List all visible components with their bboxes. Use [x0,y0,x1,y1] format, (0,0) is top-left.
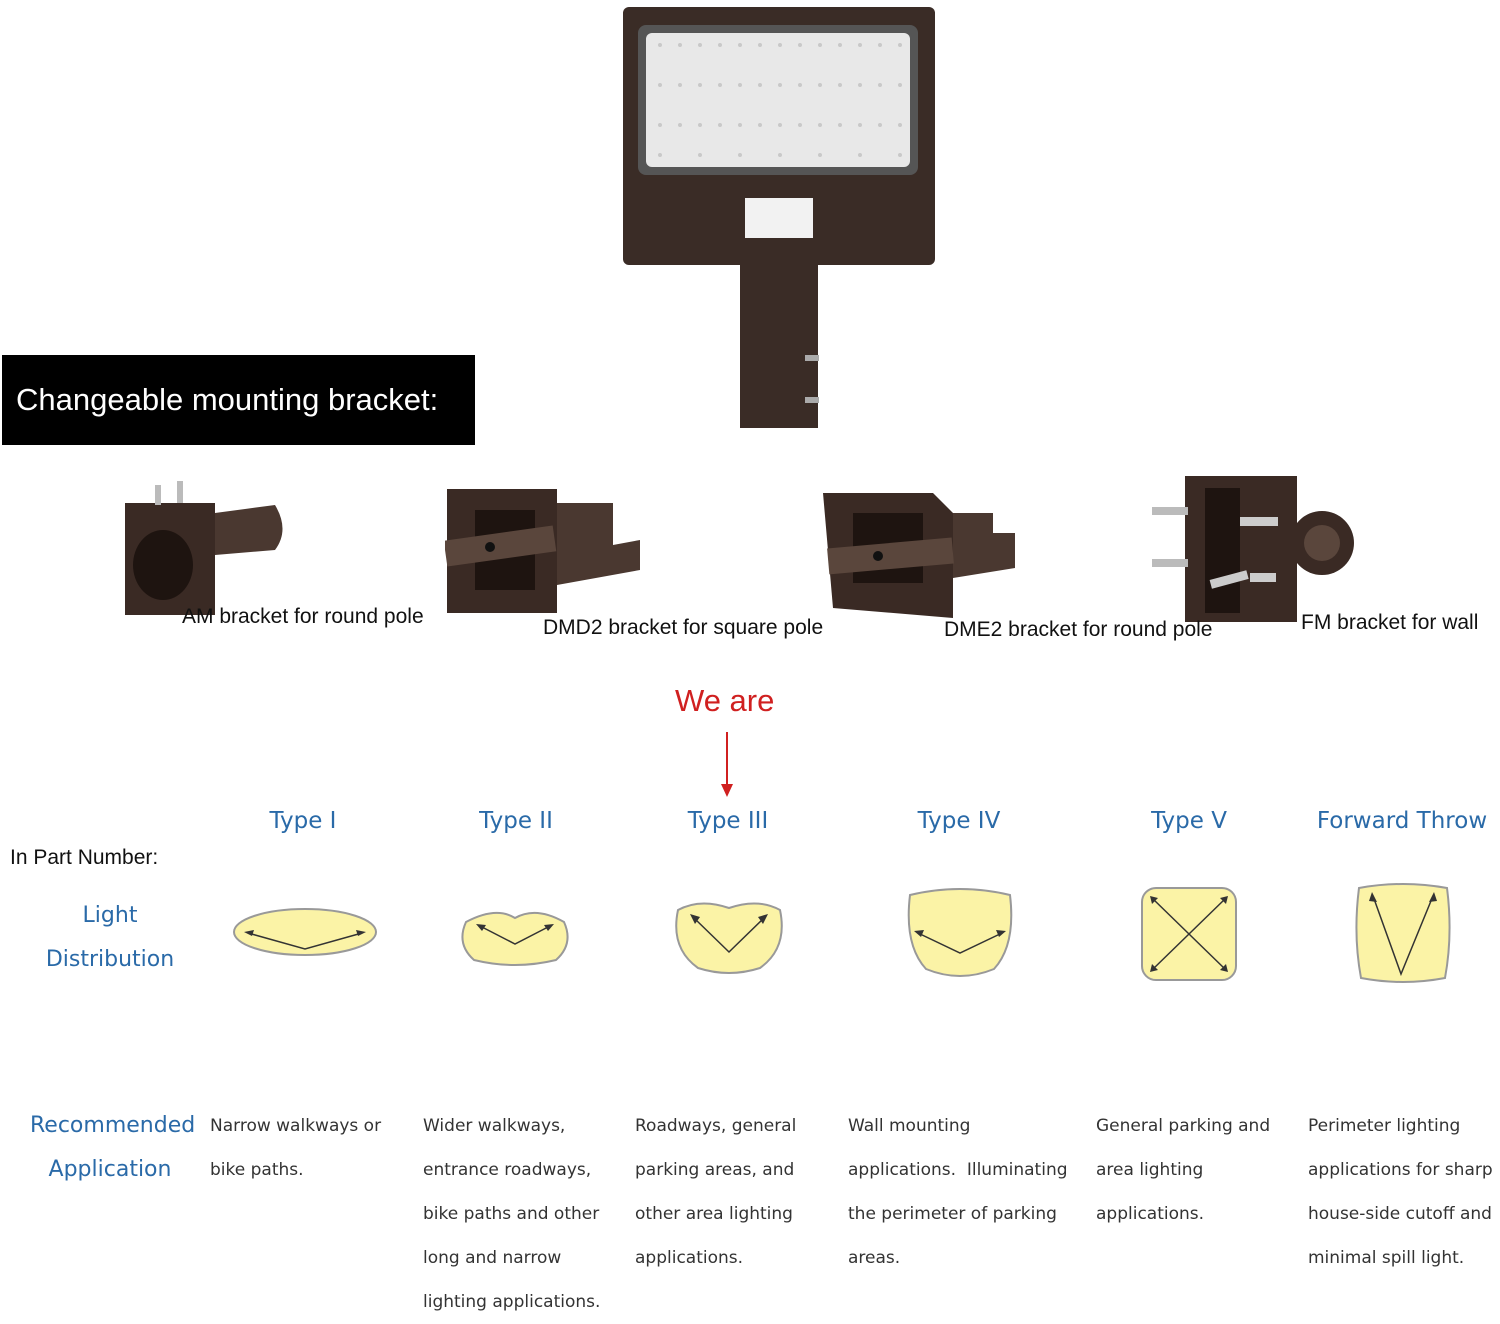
app-line: house-side cutoff and [1308,1204,1492,1224]
light-distribution-line1: Light [82,903,138,928]
dme2-bracket-image [823,493,1015,618]
app-line: other area lighting [635,1204,793,1224]
app-line: parking areas, and [635,1160,795,1180]
app-line: applications. Illuminating [848,1160,1068,1180]
type-header-5: Type V [1151,808,1227,834]
app-line: Wall mounting [848,1116,971,1136]
type-header-4: Type IV [917,808,1001,834]
app-type-5: General parking and area lighting applic… [1096,1104,1270,1236]
app-line: lighting applications. [423,1292,601,1312]
bracket-caption-dme2: DME2 bracket for round pole [944,618,1213,641]
shoebox-light-fixture-image [623,7,935,428]
app-line: General parking and [1096,1116,1271,1136]
app-type-2: Wider walkways, entrance roadways, bike … [423,1104,600,1324]
recommended-application-label: Recommended Application [30,1104,196,1192]
app-type-3: Roadways, general parking areas, and oth… [635,1104,796,1280]
app-line: applications. [635,1248,744,1268]
type-header-3: Type III [687,808,769,834]
banner-title: Changeable mounting bracket: [16,382,439,417]
app-type-1: Narrow walkways or bike paths. [210,1104,381,1192]
app-line: applications. [1096,1204,1205,1224]
app-line: long and narrow [423,1248,562,1268]
forward-throw-distribution-diagram [1355,883,1451,983]
recommended-application-line2: Application [48,1157,172,1182]
type-2-distribution-diagram [461,911,569,966]
type-header-1: Type I [269,808,337,834]
app-line: area lighting [1096,1160,1204,1180]
app-line: Narrow walkways or [210,1116,382,1136]
fm-bracket-image [1152,476,1354,622]
type-1-distribution-diagram [233,908,377,956]
app-line: areas. [848,1248,901,1268]
bracket-caption-dmd2: DMD2 bracket for square pole [543,616,824,639]
app-line: Wider walkways, [423,1116,566,1136]
light-distribution-line2: Distribution [45,947,175,972]
type-5-distribution-diagram [1141,887,1237,981]
recommended-application-line1: Recommended [30,1113,196,1138]
bracket-caption-am: AM bracket for round pole [182,605,424,628]
app-line: Perimeter lighting [1308,1116,1461,1136]
dmd2-bracket-image [445,489,640,613]
app-forward-throw: Perimeter lighting applications for shar… [1308,1104,1493,1280]
light-distribution-label: Light Distribution [30,894,190,982]
we-are-label: We are [675,683,775,718]
bracket-caption-fm: FM bracket for wall [1301,611,1479,634]
pointer-arrow [721,732,733,797]
app-line: the perimeter of parking [848,1204,1057,1224]
app-line: entrance roadways, [423,1160,592,1180]
mounting-bracket-banner: Changeable mounting bracket: [2,355,475,445]
app-line: bike paths and other [423,1204,600,1224]
type-header-2: Type II [479,808,553,834]
type-4-distribution-diagram [907,888,1013,977]
type-header-forward-throw: Forward Throw [1316,808,1488,834]
part-number-label: In Part Number: [10,846,159,869]
app-type-4: Wall mounting applications. Illuminating… [848,1104,1068,1280]
app-line: bike paths. [210,1160,304,1180]
am-bracket-image [125,481,283,615]
app-line: Roadways, general [635,1116,797,1136]
app-line: minimal spill light. [1308,1248,1465,1268]
type-3-distribution-diagram [675,902,783,974]
app-line: applications for sharp [1308,1160,1493,1180]
